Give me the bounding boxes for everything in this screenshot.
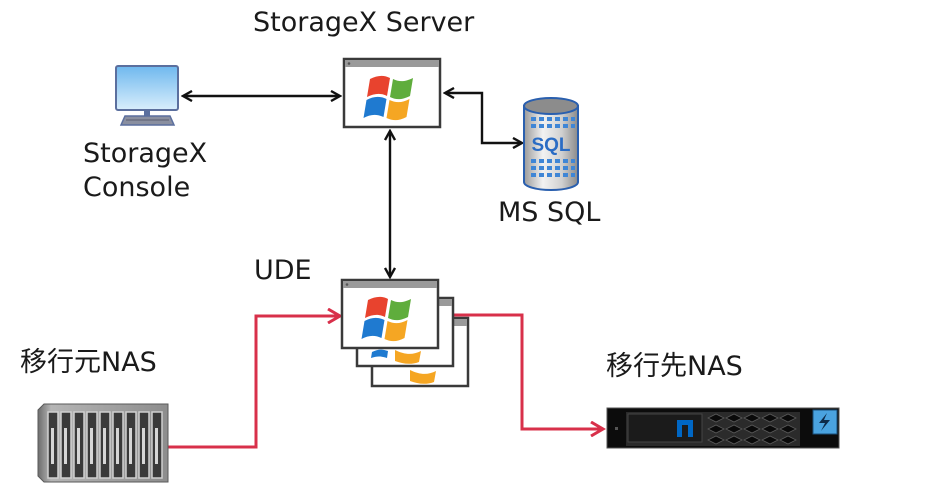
console-label-line2: Console	[83, 172, 191, 203]
sql-label: MS SQL	[498, 197, 601, 228]
target-nas-icon	[606, 407, 840, 449]
console-label-line1: StorageX	[83, 138, 208, 169]
sql-icon-text: SQL	[531, 135, 570, 156]
source-nas-icon	[37, 403, 169, 483]
ude-label: UDE	[254, 255, 312, 286]
server-label: StorageX Server	[253, 7, 475, 38]
sql-database-icon: SQL	[523, 97, 579, 191]
target-nas-label: 移行先NAS	[606, 351, 743, 382]
arrow-ude-to-target-nas	[440, 313, 603, 429]
source-nas-label: 移行元NAS	[20, 347, 157, 378]
arrow-server-sql	[445, 93, 522, 143]
server-window-icon	[342, 57, 442, 129]
desktop-monitor-icon	[115, 65, 179, 126]
ude-stacked-windows-icon	[340, 278, 470, 388]
arrow-source-nas-to-ude	[168, 316, 340, 449]
